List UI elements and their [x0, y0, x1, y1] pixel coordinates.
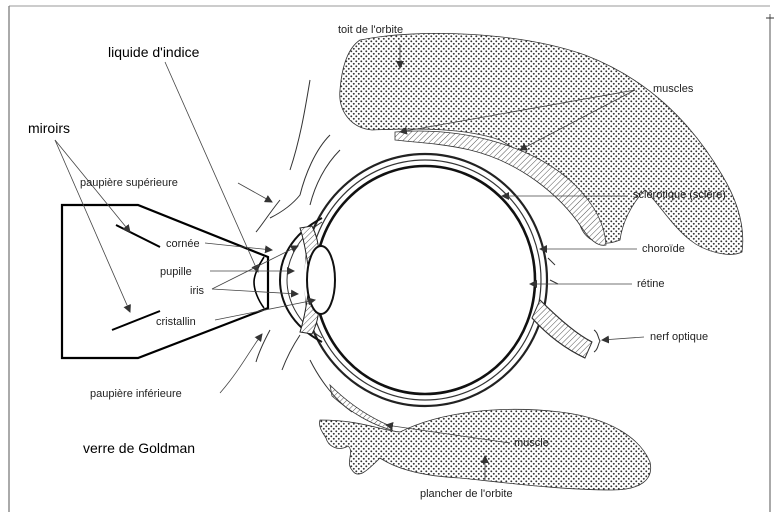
label-pupille: pupille: [160, 266, 192, 278]
label-paupiere-superieure: paupière supérieure: [80, 177, 178, 189]
label-liquide-indice: liquide d'indice: [108, 44, 200, 60]
label-choroide: choroïde: [642, 243, 685, 255]
label-nerf-optique: nerf optique: [650, 331, 708, 343]
label-miroirs: miroirs: [28, 120, 70, 136]
label-toit-orbite: toit de l'orbite: [338, 24, 403, 36]
label-cornee: cornée: [166, 238, 200, 250]
label-muscles: muscles: [653, 83, 694, 95]
optic-nerve: [532, 300, 592, 358]
label-retine: rétine: [637, 278, 665, 290]
mirror-lower: [112, 311, 160, 330]
label-muscle: muscle: [514, 437, 549, 449]
label-paupiere-inferieure: paupière inférieure: [90, 388, 182, 400]
goldman-lens: [62, 205, 268, 358]
lens: [307, 246, 335, 314]
label-cristallin: cristallin: [156, 316, 196, 328]
label-sclerotique: sclérotique (sclère): [633, 189, 726, 201]
label-plancher-orbite: plancher de l'orbite: [420, 488, 513, 500]
label-iris: iris: [190, 285, 205, 297]
label-verre-goldman: verre de Goldman: [83, 440, 195, 456]
mirror-upper: [116, 225, 160, 247]
